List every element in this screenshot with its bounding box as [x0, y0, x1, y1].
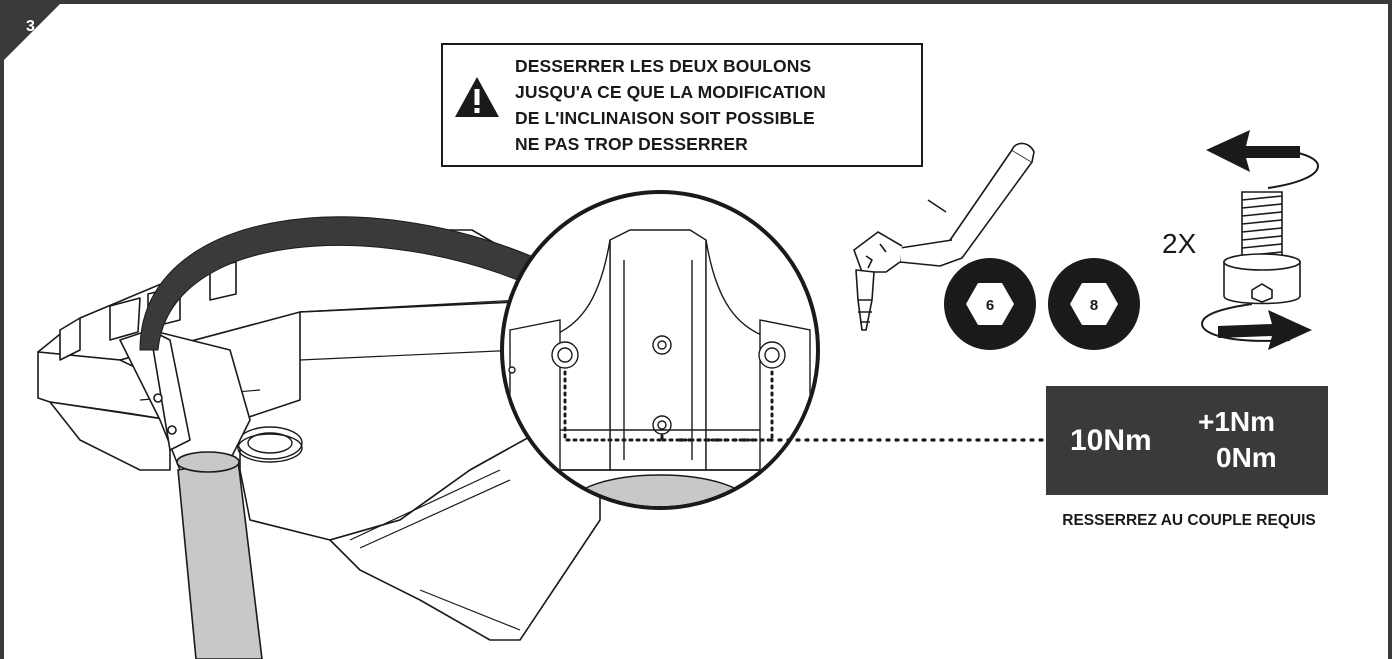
- hex-key-size-8: [1048, 258, 1140, 350]
- warning-line-1: DESSERRER LES DEUX BOULONS: [515, 56, 812, 76]
- pole: [176, 451, 263, 659]
- clockwise-arrow-icon: [1200, 303, 1312, 350]
- step-number: 3: [26, 18, 35, 35]
- hex-key-size-6: [944, 258, 1036, 350]
- counterclockwise-arrow-icon: [1206, 130, 1320, 189]
- hex-socket-bolt-icon: [1223, 191, 1301, 305]
- mounting-bracket: [119, 329, 251, 471]
- torque-tolerance-plus: +1Nm: [1198, 406, 1276, 437]
- torque-value: 10Nm: [1070, 424, 1152, 457]
- warning-text: DESSERRER LES DEUX BOULONS JUSQU'A CE QU…: [515, 53, 826, 157]
- hex-size-8-label: 8: [1090, 297, 1098, 314]
- warning-line-2: JUSQU'A CE QUE LA MODIFICATION: [515, 82, 826, 102]
- warning-triangle-icon: [455, 77, 499, 117]
- step-badge: [0, 0, 64, 64]
- hex-key-wrench-icon: [853, 142, 1035, 331]
- torque-note: RESSERREZ AU COUPLE REQUIS: [1062, 512, 1316, 529]
- luminaire-housing: [37, 229, 601, 641]
- bolt-quantity: 2X: [1162, 228, 1197, 259]
- hex-size-6-label: 6: [986, 297, 994, 314]
- cable-gland: [237, 426, 303, 463]
- torque-tolerance-minus: 0Nm: [1216, 442, 1277, 473]
- torque-spec-box: 10Nm +1Nm 0Nm: [1046, 386, 1328, 495]
- warning-box: DESSERRER LES DEUX BOULONS JUSQU'A CE QU…: [441, 43, 923, 167]
- warning-line-4: NE PAS TROP DESSERRER: [515, 134, 748, 154]
- warning-line-3: DE L'INCLINAISON SOIT POSSIBLE: [515, 108, 815, 128]
